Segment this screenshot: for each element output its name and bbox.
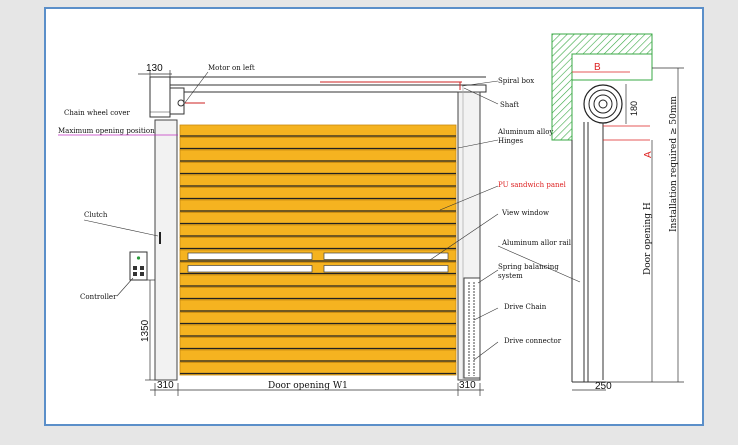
label-hinges-1: Aluminum alloy	[497, 128, 553, 136]
door-panel	[179, 362, 457, 376]
label-view-window: View window	[501, 209, 549, 217]
label-clutch: Clutch	[84, 211, 108, 219]
leader-alu-rail	[497, 245, 581, 283]
dim-right-310: 310	[459, 380, 476, 391]
spring-box	[463, 277, 481, 379]
label-spring-1: Spring balancing	[498, 263, 559, 271]
dim-a: A	[643, 151, 654, 158]
wall-hatch	[551, 33, 653, 141]
leader-drive-chain	[473, 307, 499, 321]
label-spiral-box: Spiral box	[498, 77, 534, 85]
chain-wheel-cover	[169, 87, 185, 115]
label-drive-chain: Drive Chain	[504, 303, 547, 311]
dim-door-h: Door opening H	[643, 202, 653, 275]
leader-controller	[116, 277, 134, 297]
label-motor: Motor on left	[208, 64, 255, 72]
label-spring-2: system	[498, 272, 523, 280]
label-chain-cover: Chain wheel cover	[64, 109, 130, 117]
leader-motor	[183, 71, 209, 105]
dim-250: 250	[595, 381, 612, 392]
controller-btn-2	[140, 266, 144, 270]
dim-width-w1: Door opening W1	[268, 381, 348, 391]
motor-icon	[177, 99, 185, 107]
dim-1350: 1350	[140, 319, 151, 342]
label-drive-connector: Drive connector	[504, 337, 562, 345]
motor-box	[149, 76, 171, 118]
controller-btn-3	[133, 272, 137, 276]
controller-box	[129, 251, 148, 281]
leader-pu-panel	[439, 185, 499, 211]
top-beam	[149, 84, 487, 93]
left-column	[154, 119, 178, 381]
dim-130: 130	[146, 63, 163, 74]
leader-hinges	[457, 139, 499, 149]
leader-spiral-box	[461, 80, 499, 87]
controller-btn-1	[133, 266, 137, 270]
controller-btn-4	[140, 272, 144, 276]
door-panels	[179, 124, 457, 376]
dim-b: B	[594, 62, 601, 73]
label-pu-panel: PU sandwich panel	[498, 181, 567, 189]
controller-btn-green	[136, 256, 141, 260]
dim-180: 180	[629, 101, 639, 116]
label-max-opening: Maximum opening position	[58, 127, 155, 135]
label-hinges-2: Hinges	[498, 137, 523, 145]
view-window	[187, 252, 313, 260]
dim-left-310: 310	[157, 380, 174, 391]
view-window	[323, 265, 449, 273]
label-controller: Controller	[80, 293, 117, 301]
spiral-box-drawing	[583, 84, 623, 124]
leader-spring	[477, 269, 499, 284]
leader-drive-connector	[473, 341, 499, 361]
leader-view-window	[429, 213, 499, 261]
view-window	[187, 265, 313, 273]
view-window	[323, 252, 449, 260]
dim-install: Installation required ≥ 50mm	[669, 96, 679, 232]
leader-shaft	[463, 87, 499, 105]
label-alu-rail: Aluminum allor rail	[501, 239, 572, 247]
label-shaft: Shaft	[500, 101, 519, 109]
leader-clutch	[83, 219, 159, 237]
wall-inner	[571, 53, 653, 81]
